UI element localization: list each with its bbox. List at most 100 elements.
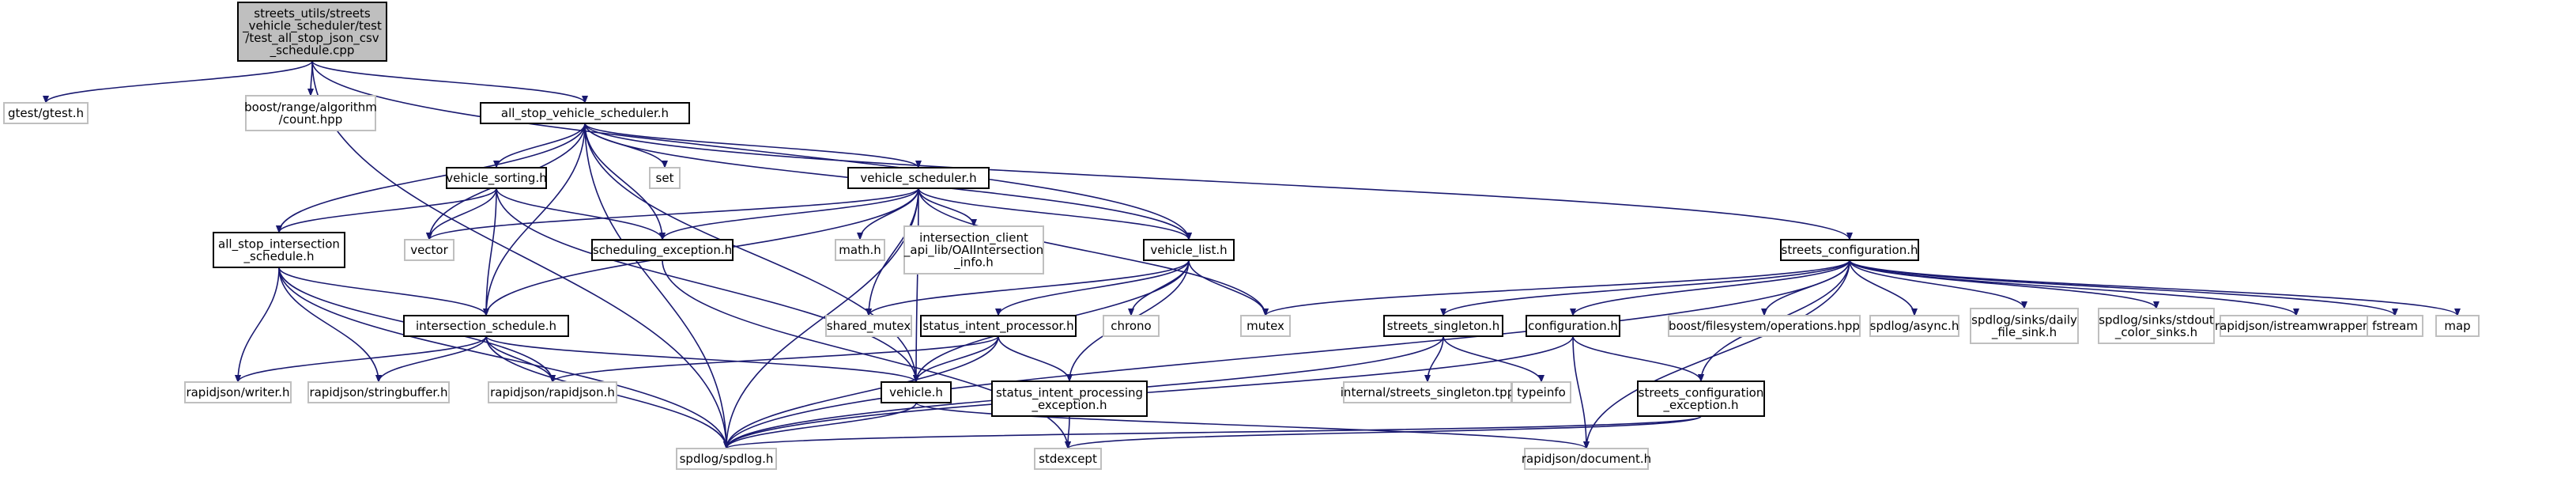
edge-ssing-to-intsing <box>1424 335 1444 383</box>
edge-sconf-to-rdoc <box>1583 259 1850 449</box>
edge-vsort-to-schexc <box>496 187 666 240</box>
node-box <box>920 315 1077 337</box>
node-bfs[interactable]: boost/filesystem/operations.hpp <box>1668 315 1861 337</box>
node-box <box>213 232 345 268</box>
node-label: scheduling_exception.h <box>593 243 732 258</box>
node-sbuf[interactable]: rapidjson/stringbuffer.h <box>307 381 450 403</box>
node-label: rapidjson/rapidjson.h <box>490 385 615 399</box>
edge-asis-to-isched <box>278 267 489 316</box>
node-label: typeinfo <box>1517 385 1566 399</box>
node-vlist[interactable]: vehicle_list.h <box>1143 239 1235 261</box>
node-mutex[interactable]: mutex <box>1240 315 1291 337</box>
node-map[interactable]: map <box>2435 315 2480 337</box>
node-writer[interactable]: rapidjson/writer.h <box>184 381 292 403</box>
edge-conf-to-scexc <box>1572 335 1704 382</box>
node-label: vehicle_sorting.h <box>446 171 546 186</box>
node-dfsink[interactable]: spdlog/sinks/daily_file_sink.h <box>1970 308 2079 344</box>
node-vector[interactable]: vector <box>404 239 454 261</box>
node-scexc[interactable]: streets_configuration_exception.h <box>1637 380 1765 417</box>
node-typeinfo[interactable]: typeinfo <box>1511 381 1571 403</box>
node-label: boost/range/algorithm <box>244 100 377 114</box>
nodes-layer: streets_utils/streets_vehicle_scheduler/… <box>3 2 2480 470</box>
node-spdlog[interactable]: spdlog/spdlog.h <box>676 448 777 470</box>
node-label: boost/filesystem/operations.hpp <box>1669 319 1860 333</box>
edge-vehicle-to-spdlog <box>723 402 917 449</box>
node-box <box>2098 308 2215 344</box>
edge-asvs-to-sconf <box>584 123 1853 240</box>
node-label: rapidjson/istreamwrapper.h <box>2215 319 2378 333</box>
node-box <box>1668 315 1861 337</box>
edge-asvs-to-isched <box>483 123 586 316</box>
node-rdoc[interactable]: rapidjson/document.h <box>1522 448 1651 470</box>
node-schexc[interactable]: scheduling_exception.h <box>591 239 734 261</box>
node-fstream[interactable]: fstream <box>2367 315 2423 337</box>
node-label: _schedule.h <box>243 249 315 264</box>
node-label: _color_sinks.h <box>2114 325 2197 340</box>
node-conf[interactable]: configuration.h <box>1526 315 1620 337</box>
node-label: vector <box>410 243 448 257</box>
edge-asvs-to-vsched <box>584 123 922 168</box>
node-stdexcept[interactable]: stdexcept <box>1034 448 1102 470</box>
node-root[interactable]: streets_utils/streets_vehicle_scheduler/… <box>237 2 387 62</box>
node-box <box>835 239 885 261</box>
node-label: intersection_client <box>919 231 1028 246</box>
edge-sconf-to-conf <box>1570 259 1850 316</box>
node-box <box>2435 315 2480 337</box>
node-box <box>488 381 617 403</box>
edge-conf-to-rdoc <box>1572 335 1590 449</box>
node-sipexc[interactable]: status_intent_processing_exception.h <box>991 380 1148 417</box>
node-box <box>1343 381 1512 403</box>
node-intsing[interactable]: internal/streets_singleton.tpp <box>1341 381 1514 403</box>
node-oai[interactable]: intersection_client_api_lib/OAIIntersect… <box>903 225 1044 274</box>
node-label: all_stop_vehicle_scheduler.h <box>501 106 669 121</box>
edge-root-to-asvs <box>311 60 588 104</box>
node-sconf[interactable]: streets_configuration.h <box>1780 239 1919 261</box>
node-box <box>1240 315 1291 337</box>
node-label: _info.h <box>953 256 994 271</box>
node-boost_count[interactable]: boost/range/algorithm/count.hpp <box>244 95 377 131</box>
edge-vsort-to-vehicle <box>496 187 919 383</box>
node-box <box>1103 315 1160 337</box>
node-sip[interactable]: status_intent_processor.h <box>920 315 1077 337</box>
node-label: streets_singleton.h <box>1387 319 1499 334</box>
node-gtest[interactable]: gtest/gtest.h <box>3 102 89 124</box>
node-isw[interactable]: rapidjson/istreamwrapper.h <box>2215 315 2378 337</box>
node-label: vehicle_list.h <box>1150 243 1227 258</box>
edge-vlist-to-sip <box>995 259 1190 316</box>
node-label: math.h <box>839 243 881 257</box>
node-asis[interactable]: all_stop_intersection_schedule.h <box>213 232 345 268</box>
node-label: mutex <box>1247 319 1284 333</box>
node-vsched[interactable]: vehicle_scheduler.h <box>847 167 990 189</box>
node-box <box>881 381 952 403</box>
node-vsort[interactable]: vehicle_sorting.h <box>446 167 547 189</box>
node-box <box>1383 315 1503 337</box>
edge-root-to-gtest <box>43 60 313 104</box>
node-chrono[interactable]: chrono <box>1103 315 1160 337</box>
node-label: rapidjson/document.h <box>1522 452 1651 466</box>
node-ssing[interactable]: streets_singleton.h <box>1383 315 1503 337</box>
edge-vsched-to-oai <box>918 187 977 227</box>
edge-asvs-to-vehicle <box>584 123 919 383</box>
node-vehicle[interactable]: vehicle.h <box>881 381 952 403</box>
node-label: internal/streets_singleton.tpp <box>1341 385 1514 400</box>
node-label: rapidjson/writer.h <box>186 385 289 399</box>
node-box <box>1526 315 1620 337</box>
node-box <box>1143 239 1235 261</box>
edge-sip-to-rjson <box>549 335 999 383</box>
node-label: map <box>2444 319 2470 333</box>
node-rjson[interactable]: rapidjson/rapidjson.h <box>488 381 617 403</box>
node-label: stdexcept <box>1039 452 1097 466</box>
node-smutex[interactable]: shared_mutex <box>825 315 912 337</box>
node-label: set <box>656 171 674 185</box>
node-isched[interactable]: intersection_schedule.h <box>403 315 569 337</box>
node-box <box>825 315 912 337</box>
node-async[interactable]: spdlog/async.h <box>1869 315 1959 337</box>
node-set[interactable]: set <box>649 167 681 189</box>
node-box <box>1637 380 1765 417</box>
edge-sconf-to-fstream <box>1849 259 2398 316</box>
node-math[interactable]: math.h <box>835 239 885 261</box>
node-box <box>1034 448 1102 470</box>
node-box <box>184 381 292 403</box>
node-stdout[interactable]: spdlog/sinks/stdout_color_sinks.h <box>2098 308 2215 344</box>
node-asvs[interactable]: all_stop_vehicle_scheduler.h <box>480 102 690 124</box>
